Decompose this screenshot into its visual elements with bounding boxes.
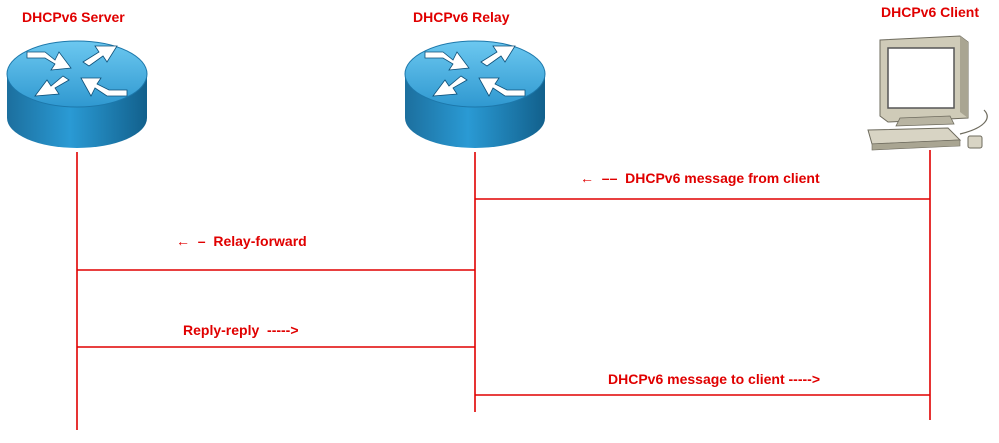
- server-router-icon: [6, 40, 148, 148]
- relay-label: DHCPv6 Relay: [413, 9, 510, 25]
- relay-router-icon: [404, 40, 546, 148]
- client-computer-icon: [867, 35, 988, 151]
- msg-label-reply: Reply-reply ----->: [183, 322, 299, 338]
- client-label: DHCPv6 Client: [881, 4, 980, 20]
- msg-label-relay-forward: ← – Relay-forward: [176, 233, 307, 249]
- server-label: DHCPv6 Server: [22, 9, 125, 25]
- msg-label-to-client: DHCPv6 message to client ----->: [608, 371, 820, 387]
- msg-label-from-client: ← –– DHCPv6 message from client: [580, 170, 820, 186]
